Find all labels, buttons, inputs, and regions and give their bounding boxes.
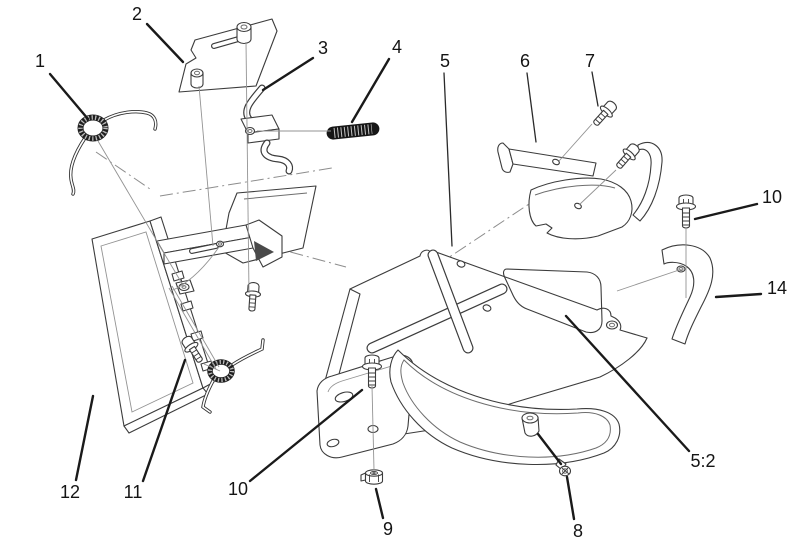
callout-label-4: 4	[392, 37, 402, 57]
part-6-bracket	[497, 142, 663, 240]
lower-torsion-spring	[201, 338, 265, 414]
callout-label-3: 3	[318, 38, 328, 58]
assembly-lines	[97, 41, 687, 471]
callout-label-10-right: 10	[762, 187, 782, 207]
callout-label-2: 2	[132, 4, 142, 24]
decal-5-2	[502, 268, 603, 334]
callout-label-5: 5	[440, 51, 450, 71]
spacer	[521, 412, 540, 437]
part-5-bracket-plate	[316, 249, 648, 466]
bushing	[190, 68, 204, 89]
callout-label-1: 1	[35, 51, 45, 71]
callout-leader-6	[526, 72, 537, 143]
part-4-spring	[326, 122, 380, 140]
callout-leader-5	[443, 72, 453, 247]
callout-leader-4	[350, 57, 391, 124]
callout-leader-10-right	[693, 202, 759, 221]
callout-leader-7	[591, 71, 599, 107]
callout-leader-10-left	[248, 388, 364, 483]
callout-leader-1	[48, 72, 90, 121]
callout-label-11: 11	[124, 482, 143, 502]
part-10-bolt-right	[675, 194, 697, 229]
callout-label-5:2: 5:2	[690, 451, 715, 471]
callout-label-6: 6	[520, 51, 530, 71]
center-bracket-assembly	[156, 185, 317, 313]
callout-leader-5:2	[564, 314, 691, 453]
callout-leader-3	[261, 56, 315, 92]
part-1-torsion-spring	[69, 110, 158, 196]
carriage-bolt	[243, 281, 262, 313]
callout-label-12: 12	[60, 482, 80, 502]
part-7-bolt	[588, 97, 621, 130]
pivot-clamp	[175, 279, 195, 295]
part-2-cover-plate	[178, 18, 278, 93]
callout-label-7: 7	[585, 51, 595, 71]
part-14-strap	[661, 244, 714, 345]
callout-leader-8	[536, 432, 563, 466]
callout-leader-12	[74, 394, 95, 482]
plate-skirt	[389, 349, 621, 466]
callout-leader-14	[714, 292, 763, 299]
callout-leader-2	[145, 22, 185, 64]
callout-leader-9	[374, 487, 385, 520]
part-9-nut	[360, 469, 384, 485]
part-3-link-rod	[240, 84, 294, 175]
callout-leader-11	[141, 358, 187, 483]
callout-leader-8	[565, 475, 576, 521]
bushing	[236, 21, 252, 45]
plate-foot	[316, 354, 414, 459]
callout-label-9: 9	[383, 519, 393, 539]
callout-label-14: 14	[767, 278, 787, 298]
callout-label-8: 8	[573, 521, 583, 541]
callout-label-10-left: 10	[228, 479, 248, 499]
